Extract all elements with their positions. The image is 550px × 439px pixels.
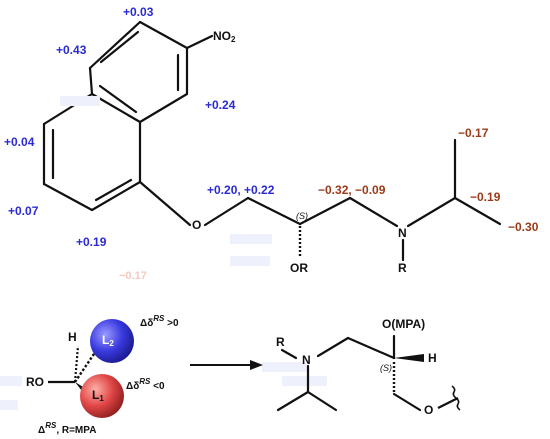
- delta-me-right: −0.30: [508, 220, 539, 234]
- delta-negative-label: ΔδRS <0: [126, 377, 165, 392]
- delta-ch: −0.19: [470, 190, 501, 204]
- l2-sphere-icon: [90, 319, 134, 363]
- product-stereo-s: (S): [380, 363, 392, 373]
- amine-nitrogen: N: [398, 226, 407, 240]
- model-h-label: H: [68, 330, 77, 344]
- stereo-s-label: (S): [296, 211, 308, 221]
- delta-positive-label: ΔδRS >0: [140, 314, 179, 329]
- product-ompa-label: O(MPA): [382, 317, 426, 331]
- product-h-label: H: [428, 351, 437, 365]
- model-caption: ΔRS, R=MPA: [38, 421, 97, 436]
- delta-me-top: −0.17: [458, 126, 489, 140]
- product-fragment: [276, 334, 422, 412]
- delta-c6: +0.19: [76, 235, 107, 249]
- side-chain: [138, 138, 502, 262]
- l1-sphere-icon: [80, 374, 124, 418]
- product-n-label: N: [302, 353, 311, 367]
- amine-r-group: R: [398, 261, 407, 275]
- delta-c2: +0.43: [56, 43, 87, 57]
- faded-delta: −0.17: [119, 270, 147, 282]
- naphthalene-right-ring: [88, 20, 189, 124]
- product-o-label: O: [424, 403, 434, 417]
- nitro-label: NO2: [213, 29, 236, 44]
- product-r-label: R: [276, 335, 285, 349]
- delta-c4: +0.04: [4, 135, 35, 149]
- l1-label: L1: [92, 388, 104, 403]
- delta-ch2o: +0.20, +0.22: [207, 183, 275, 197]
- faded-artifacts: [0, 96, 327, 410]
- product-wedge-bond: [394, 354, 424, 362]
- l2-label: L2: [102, 333, 114, 348]
- ether-oxygen: O: [192, 218, 202, 232]
- naphthalene-left-ring: [42, 92, 142, 212]
- delta-c5: +0.07: [8, 204, 39, 218]
- product-o-bond: [437, 397, 459, 409]
- or-group: OR: [290, 261, 308, 275]
- model-ro-label: RO: [26, 375, 44, 389]
- delta-ch2n: −0.32, −0.09: [318, 183, 386, 197]
- reaction-arrow-icon: [190, 360, 263, 370]
- delta-c1: +0.03: [123, 5, 154, 19]
- wavy-bond-icon: [451, 385, 461, 411]
- delta-c3: +0.24: [205, 98, 236, 112]
- nitro-bond: [185, 34, 214, 50]
